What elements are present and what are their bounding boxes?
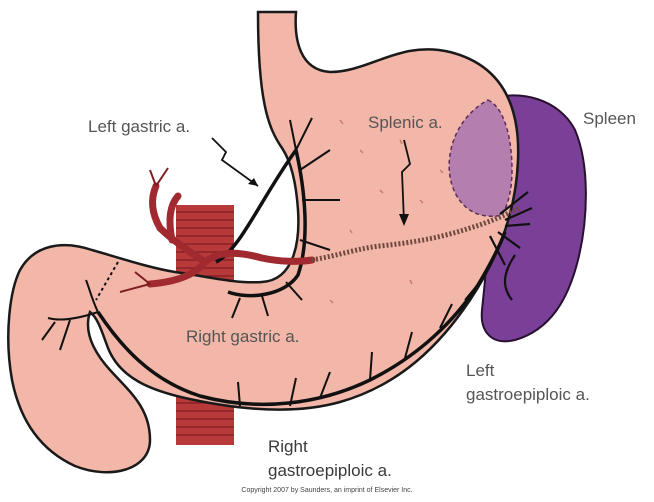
label-spleen: Spleen bbox=[583, 108, 636, 129]
label-left-gastroepiploic-line2: gastroepiploic a. bbox=[466, 384, 590, 405]
label-right-gastric: Right gastric a. bbox=[186, 326, 299, 347]
label-left-gastroepiploic-line1: Left bbox=[466, 360, 494, 381]
label-right-gastroepiploic-line2: gastroepiploic a. bbox=[268, 460, 392, 481]
label-right-gastroepiploic-line1: Right bbox=[268, 436, 308, 457]
copyright-notice: Copyright 2007 by Saunders, an imprint o… bbox=[0, 487, 654, 494]
label-left-gastric: Left gastric a. bbox=[88, 116, 190, 137]
label-splenic: Splenic a. bbox=[368, 112, 443, 133]
